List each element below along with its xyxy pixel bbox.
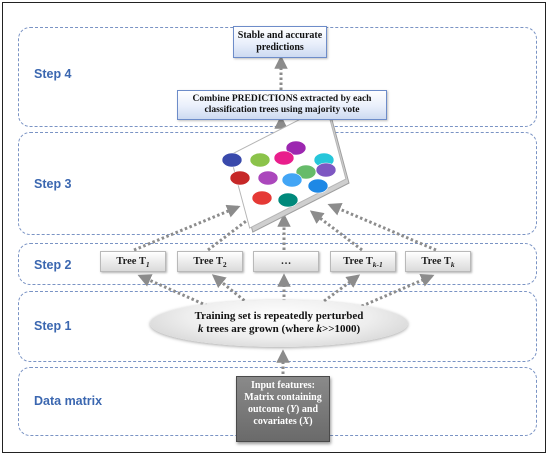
output-predictions-box: Stable and accurate predictions: [233, 26, 327, 58]
tree-disc: [257, 170, 279, 186]
tree-discs: [221, 140, 337, 208]
input-line-1: Input features:: [251, 380, 315, 391]
step-2-label: Step 2: [34, 258, 72, 272]
training-ellipse: [150, 300, 408, 347]
step-3-label: Step 3: [34, 177, 72, 191]
combine-line-1: Combine PREDICTIONS extracted by each: [192, 93, 372, 104]
input-features-box: Input features: Matrix containing outcom…: [236, 376, 330, 442]
input-line-2: Matrix containing: [244, 392, 322, 403]
tree-disc: [295, 164, 317, 180]
step-1-label: Step 1: [34, 319, 72, 333]
tree-k-minus-1: Tree Tk-1: [330, 251, 396, 272]
arrow-tree-k1-to-plate: [309, 210, 363, 252]
tree-2: Tree T2: [177, 251, 243, 272]
tree-ellipsis: …: [253, 251, 319, 272]
arrow-tree-k-to-plate: [327, 203, 437, 252]
output-line-2: predictions: [256, 42, 304, 53]
tree-k: Tree Tk: [405, 251, 471, 272]
tree-disc: [307, 178, 329, 194]
tree-disc: [273, 150, 295, 166]
tree-disc: [251, 190, 273, 206]
tree-disc: [315, 162, 337, 178]
step-4-label: Step 4: [34, 67, 72, 81]
combine-line-2: classification trees using majority vote: [204, 105, 360, 115]
data-matrix-label: Data matrix: [34, 394, 103, 408]
tree-disc: [277, 192, 299, 208]
combine-predictions-box: Combine PREDICTIONS extracted by each cl…: [177, 90, 387, 120]
training-text: Training set is repeatedly perturbed k t…: [194, 310, 364, 335]
tree-disc: [249, 152, 271, 168]
tree-disc: [285, 140, 307, 156]
tree-disc: [281, 172, 303, 188]
tree-disc: [229, 170, 251, 186]
tree-disc: [221, 152, 243, 168]
tree-1: Tree T1: [100, 251, 166, 272]
output-line-1: Stable and accurate: [237, 30, 323, 41]
training-line-1: Training set is repeatedly perturbed: [194, 310, 364, 322]
arrow-tree-1-to-plate: [133, 204, 241, 252]
arrow-training-to-tree-2: [211, 274, 257, 312]
